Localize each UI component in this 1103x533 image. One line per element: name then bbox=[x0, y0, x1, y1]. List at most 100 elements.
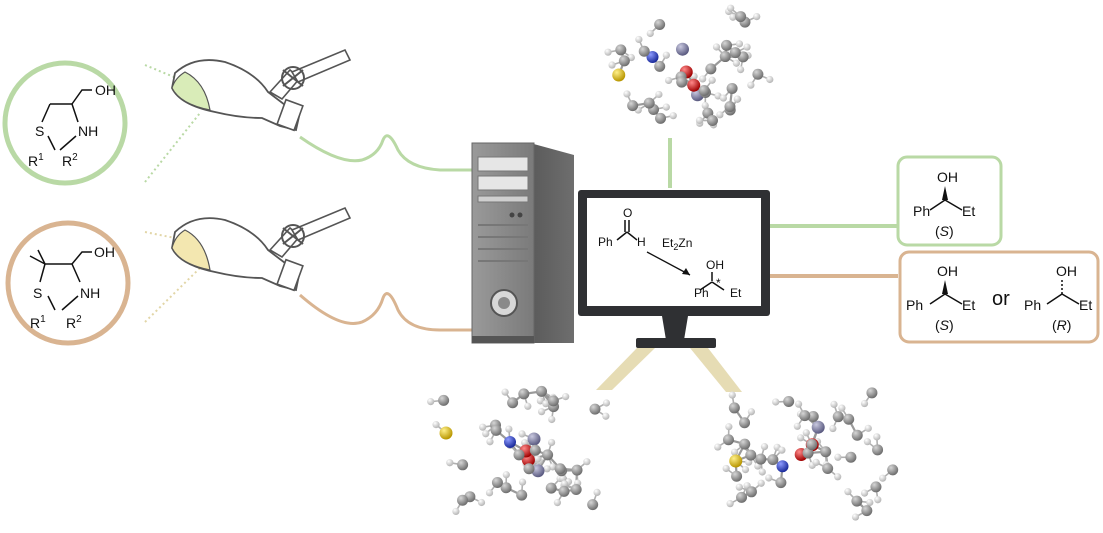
atom-c bbox=[513, 449, 525, 461]
product-green-oh: OH bbox=[937, 169, 958, 185]
ligand-top-oh: OH bbox=[95, 82, 116, 98]
atom-h bbox=[794, 400, 803, 408]
atom-c bbox=[491, 477, 503, 489]
molecular-model-bottom-right bbox=[714, 387, 899, 521]
atom-c bbox=[887, 464, 899, 476]
atom-h bbox=[765, 474, 773, 482]
atom-c bbox=[872, 444, 884, 456]
atom-h bbox=[732, 59, 741, 67]
ligand-top-structure: OH S NH R1 R2 bbox=[28, 82, 116, 169]
atom-h bbox=[772, 398, 780, 406]
ligand-top-nh: NH bbox=[78, 123, 98, 139]
atom-c bbox=[752, 68, 764, 80]
atom-h bbox=[695, 116, 704, 124]
atom-h bbox=[553, 499, 562, 507]
product-green-ph: Ph bbox=[913, 203, 930, 219]
atom-c bbox=[490, 424, 502, 436]
atom-h bbox=[562, 393, 570, 401]
atom-h bbox=[623, 90, 631, 98]
atom-h bbox=[722, 464, 730, 473]
atom-c bbox=[728, 402, 740, 414]
atom-h bbox=[542, 400, 550, 408]
atom-n bbox=[646, 51, 659, 63]
atom-h bbox=[524, 402, 532, 410]
atom-h bbox=[758, 468, 766, 476]
atom-h bbox=[866, 498, 874, 507]
atom-h bbox=[733, 95, 741, 103]
atom-c bbox=[518, 388, 530, 400]
atom-h bbox=[533, 455, 542, 463]
atom-c bbox=[516, 489, 528, 501]
beam-right bbox=[690, 348, 742, 392]
molecular-model-bottom-left bbox=[427, 385, 611, 516]
atom-c bbox=[655, 112, 667, 124]
atom-c bbox=[587, 499, 599, 511]
atom-h bbox=[536, 397, 544, 405]
green-wave-connector bbox=[299, 134, 478, 172]
atom-c bbox=[654, 18, 666, 30]
computer-tower bbox=[471, 142, 574, 344]
atom-h bbox=[812, 458, 820, 466]
atom-h bbox=[844, 488, 852, 496]
ligand-bottom-structure: OH S NH R1 R2 bbox=[29, 244, 115, 331]
atom-h bbox=[432, 421, 440, 429]
ligand-bottom-s: S bbox=[33, 285, 42, 301]
product-tan-right-ph: Ph bbox=[1024, 297, 1041, 313]
product-green-config: (S) bbox=[935, 223, 954, 239]
screen-product-oh: OH bbox=[706, 258, 724, 272]
atom-h bbox=[690, 72, 698, 80]
atom-h bbox=[716, 111, 724, 119]
screen-reaction: O Ph H Et2Zn OH Ph * Et bbox=[598, 206, 742, 300]
atom-h bbox=[583, 458, 591, 466]
atom-h bbox=[851, 513, 860, 521]
atom-h bbox=[608, 61, 616, 69]
monitor: O Ph H Et2Zn OH Ph * Et bbox=[578, 190, 770, 348]
atom-c bbox=[851, 495, 863, 507]
atom-h bbox=[662, 103, 670, 111]
atom-h bbox=[860, 489, 869, 497]
atom-c bbox=[676, 76, 688, 88]
atom-c bbox=[536, 385, 548, 397]
screen-product-et: Et bbox=[730, 286, 742, 300]
atom-h bbox=[538, 408, 546, 416]
ligand-bottom-r2: R2 bbox=[66, 314, 82, 331]
atom-h bbox=[486, 438, 494, 446]
product-tan-right-et: Et bbox=[1079, 297, 1092, 313]
atom-c bbox=[698, 85, 710, 97]
ligand-bottom-oh: OH bbox=[94, 244, 115, 260]
product-tan-left-et: Et bbox=[962, 297, 975, 313]
atom-h bbox=[518, 430, 526, 438]
atom-c bbox=[705, 63, 717, 75]
atom-c bbox=[706, 115, 718, 127]
atom-c bbox=[571, 464, 583, 476]
atom-c bbox=[618, 55, 630, 67]
atom-s bbox=[729, 454, 743, 468]
screen-reagent: Et2Zn bbox=[662, 236, 692, 252]
atom-c bbox=[745, 449, 757, 461]
atom-h bbox=[726, 500, 734, 508]
product-tan-left-oh: OH bbox=[937, 263, 958, 279]
screen-product-ph: Ph bbox=[694, 286, 709, 300]
atom-h bbox=[729, 13, 737, 21]
ligand-bottom-r1: R1 bbox=[30, 314, 46, 331]
atom-h bbox=[874, 496, 882, 504]
atom-h bbox=[864, 424, 872, 432]
atom-c bbox=[721, 39, 733, 51]
atom-h bbox=[747, 81, 755, 89]
product-tan-or: or bbox=[992, 288, 1010, 310]
atom-c bbox=[570, 484, 582, 496]
atom-h bbox=[593, 488, 601, 497]
beam-left bbox=[596, 348, 655, 390]
atom-c bbox=[638, 45, 650, 57]
atom-c bbox=[843, 413, 855, 425]
atom-c bbox=[807, 410, 819, 422]
atom-h bbox=[560, 480, 569, 488]
atom-c bbox=[726, 82, 738, 94]
ligand-top-r1: R1 bbox=[28, 152, 44, 169]
flask-top bbox=[171, 48, 352, 132]
atom-c bbox=[755, 453, 767, 465]
flask-bottom bbox=[171, 206, 352, 292]
product-tan-box: OH Ph Et (S) or OH Ph Et (R) bbox=[898, 250, 1100, 344]
atom-h bbox=[646, 29, 654, 38]
atom-h bbox=[602, 399, 611, 407]
